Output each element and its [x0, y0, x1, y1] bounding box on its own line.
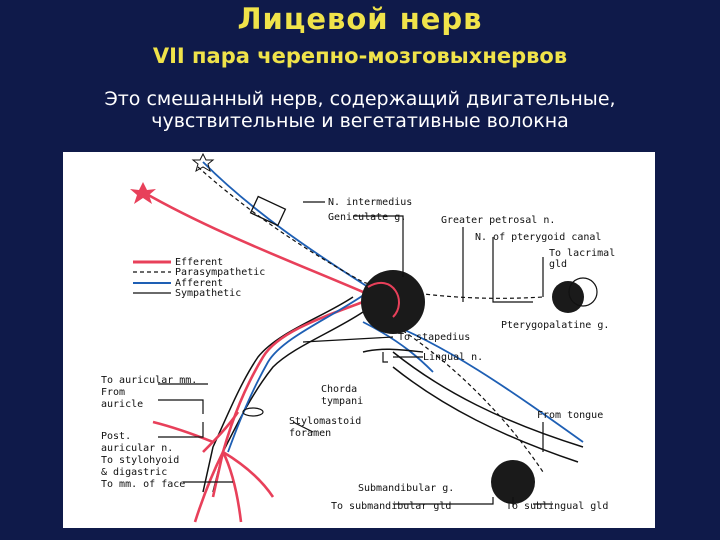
label-from-tongue: From tongue [537, 410, 603, 421]
label-foramen: foramen [289, 428, 331, 439]
label-stylomastoid: Stylomastoid [289, 416, 361, 427]
label-greater-petrosal: Greater petrosal n. [441, 215, 555, 226]
pterygopalatine-ganglion [552, 281, 584, 313]
label-chorda: Chorda [321, 384, 357, 395]
page-subtitle: VII пара черепно-мозговыхнервов [152, 44, 568, 68]
legend-sympathetic: Sympathetic [175, 288, 241, 299]
legend-parasympathetic: Parasympathetic [175, 267, 265, 278]
label-auricular-n: auricular n. [101, 443, 173, 454]
geniculate-box [249, 195, 287, 227]
label-mm-face: To mm. of face [101, 479, 185, 490]
stylomastoid-foramen-ring [242, 407, 264, 417]
lacrimal-gland [568, 277, 598, 307]
ganglion-fibre-loop [367, 281, 400, 318]
legend-afferent: Afferent [175, 278, 223, 289]
leader-lines [158, 201, 553, 507]
label-post: Post. [101, 431, 131, 442]
diagram-svg: Efferent Parasympathetic Afferent Sympat… [101, 152, 615, 523]
label-pterygopalatine: Pterygopalatine g. [501, 320, 609, 331]
label-lingual: Lingual n. [423, 352, 483, 363]
label-auricular-mm: To auricular mm. [101, 375, 197, 386]
label-n-intermedius: N. intermedius [328, 197, 412, 208]
label-stylohyoid: To stylohyoid [101, 455, 179, 466]
geniculate-ganglion [361, 270, 425, 334]
label-to-sublingual: To sublingual gld [506, 501, 608, 512]
afferent-origin-star [191, 152, 215, 173]
label-digastric: & digastric [101, 467, 167, 478]
label-tympani: tympani [321, 396, 363, 407]
labels: N. intermedius Geniculate g. Greater pet… [101, 197, 615, 512]
label-lacrimal-1: To lacrimal [549, 248, 615, 259]
label-lacrimal-2: gld [549, 259, 567, 270]
legend: Efferent Parasympathetic Afferent Sympat… [133, 257, 265, 299]
legend-efferent: Efferent [175, 257, 223, 268]
facial-nerve-diagram: Efferent Parasympathetic Afferent Sympat… [63, 152, 655, 528]
nerve-trunk [202, 296, 364, 493]
label-to-submandibular: To submandibular gld [331, 501, 451, 512]
description: Это смешанный нерв, содержащий двигатель… [0, 88, 720, 132]
page-title: Лицевой нерв [237, 2, 483, 36]
label-submandibular-g: Submandibular g. [358, 483, 454, 494]
submandibular-ganglion [491, 460, 535, 504]
efferent-origin-star [130, 182, 156, 204]
label-from: From [101, 387, 125, 398]
lingual-nerve [362, 348, 584, 463]
label-to-stapedius: To stapedius [398, 332, 470, 343]
description-line-1: Это смешанный нерв, содержащий двигатель… [104, 88, 616, 110]
efferent-fibres [142, 190, 364, 523]
label-pterygoid-canal: N. of pterygoid canal [475, 232, 601, 243]
description-line-2: чувствительные и вегетативные волокна [151, 110, 569, 132]
label-geniculate: Geniculate g. [328, 212, 406, 223]
label-auricle: auricle [101, 399, 143, 410]
